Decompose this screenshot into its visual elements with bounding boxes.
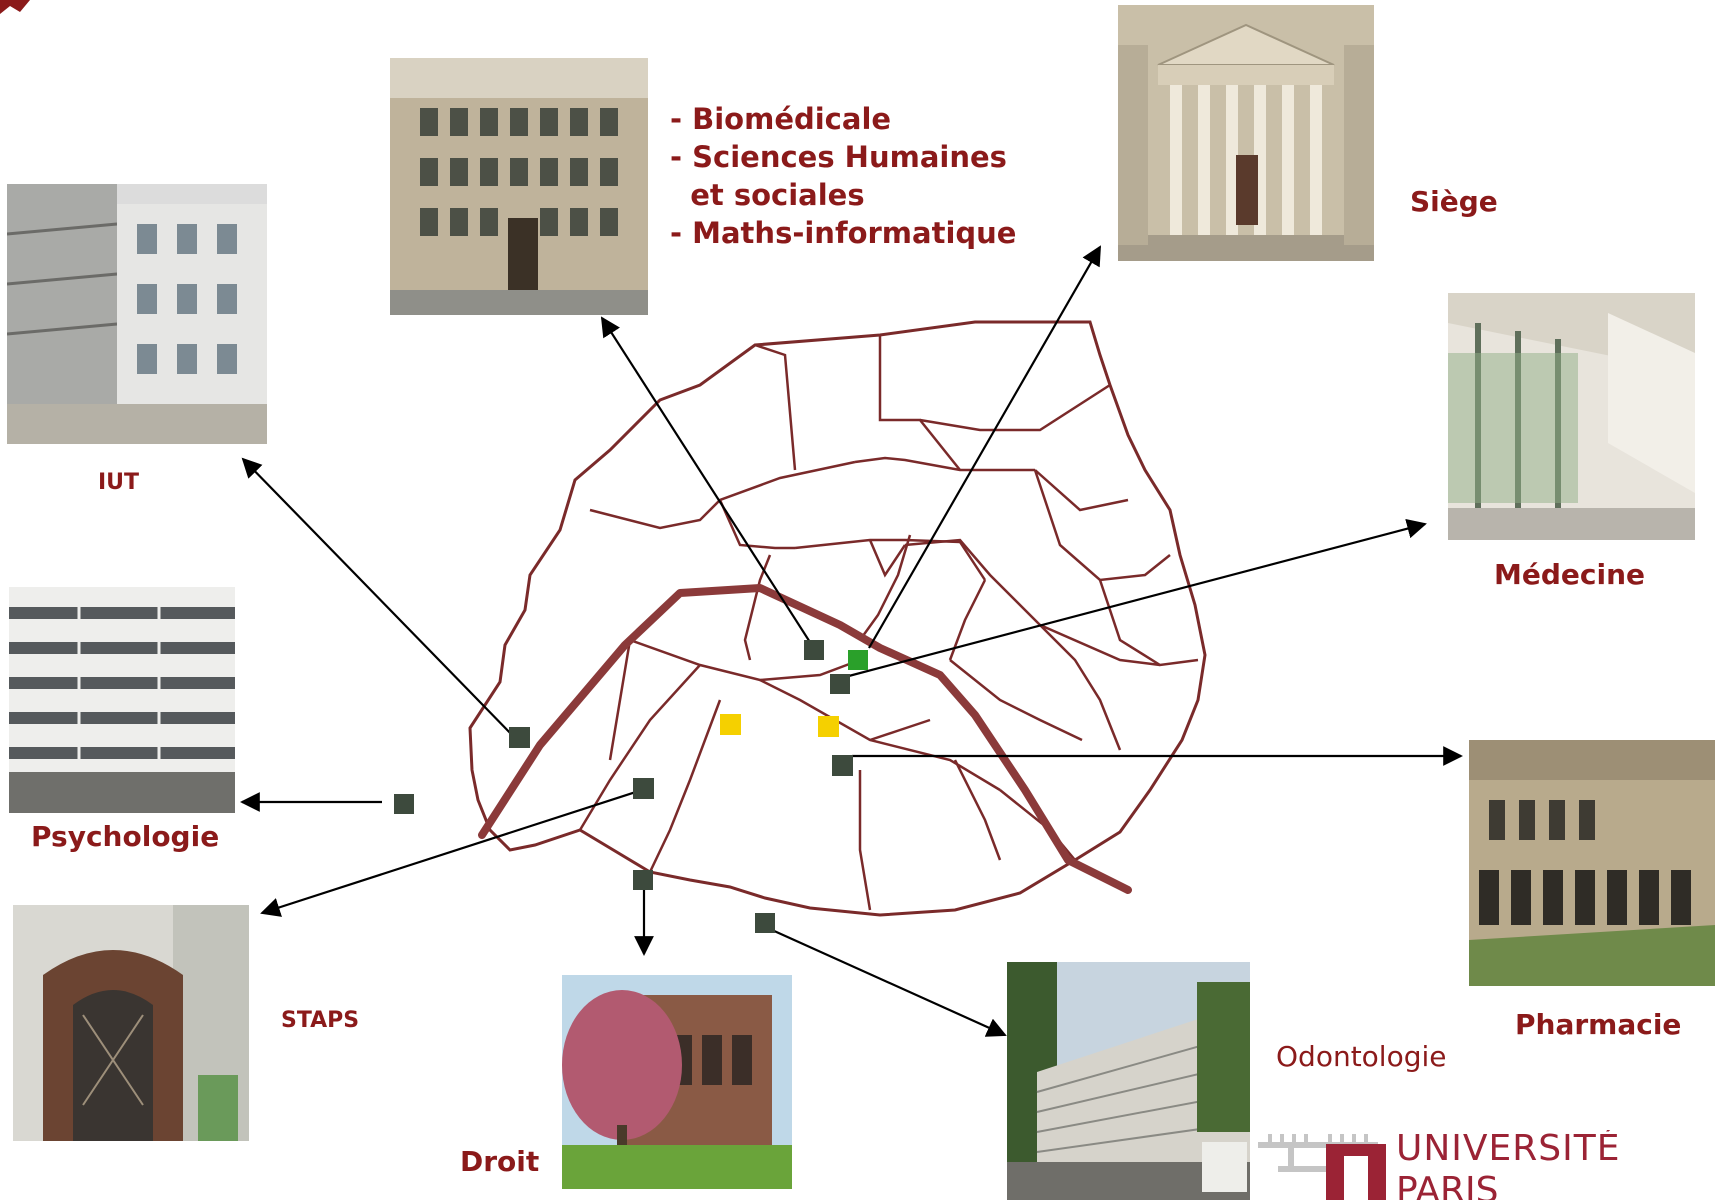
logo-line1: UNIVERSITÉ bbox=[1396, 1130, 1621, 1169]
arrondissement-lines bbox=[578, 335, 1199, 911]
marker-pharmacie bbox=[832, 755, 853, 776]
label-siege: Siège bbox=[1410, 185, 1498, 218]
label-medecine: Médecine bbox=[1494, 558, 1646, 591]
marker-psychologie bbox=[394, 794, 414, 814]
photo-droit-building bbox=[562, 975, 792, 1189]
logo-line2: PARIS DESCARTES bbox=[1396, 1170, 1499, 1200]
marker-biomedicale bbox=[804, 640, 824, 660]
label-iut: IUT bbox=[98, 470, 140, 495]
photo-staps-gate bbox=[13, 905, 249, 1141]
paris-boundary bbox=[468, 320, 1207, 917]
faculty-item: - Biomédicale bbox=[670, 102, 892, 136]
marker-yellow-2 bbox=[818, 716, 839, 737]
photo-siege-building bbox=[1118, 5, 1374, 261]
marker-droit bbox=[633, 870, 653, 890]
photo-psychologie-building bbox=[9, 587, 235, 813]
faculty-item: - Maths-informatique bbox=[670, 216, 1017, 250]
corner-decoration bbox=[0, 0, 30, 14]
marker-siege bbox=[848, 650, 868, 670]
label-droit: Droit bbox=[460, 1145, 540, 1178]
photo-biomedicale-building bbox=[390, 58, 648, 315]
logo-tree-icon bbox=[1258, 1134, 1386, 1200]
connector-arrows bbox=[240, 245, 1463, 1037]
seine-river bbox=[478, 584, 1132, 894]
label-odontologie: Odontologie bbox=[1276, 1040, 1447, 1073]
marker-medecine bbox=[830, 674, 850, 694]
faculty-item: - Sciences Humaines bbox=[670, 140, 1007, 174]
universite-paris-descartes-logo: UNIVERSITÉ PARIS DESCARTES bbox=[1258, 1130, 1718, 1200]
label-pharmacie: Pharmacie bbox=[1515, 1008, 1682, 1041]
label-psychologie: Psychologie bbox=[31, 820, 220, 853]
marker-yellow-1 bbox=[720, 714, 741, 735]
faculty-item: et sociales bbox=[670, 178, 865, 212]
photo-iut-building bbox=[7, 184, 267, 444]
photo-medecine-interior bbox=[1448, 293, 1695, 540]
marker-staps bbox=[633, 778, 654, 799]
marker-odontologie bbox=[755, 913, 775, 933]
biomedicale-faculties-list: - Biomédicale - Sciences Humaines et soc… bbox=[670, 100, 1016, 252]
photo-odontologie-building bbox=[1007, 962, 1250, 1200]
label-staps: STAPS bbox=[281, 1008, 360, 1033]
marker-iut bbox=[509, 727, 530, 748]
photo-pharmacie-cloister bbox=[1469, 740, 1715, 986]
